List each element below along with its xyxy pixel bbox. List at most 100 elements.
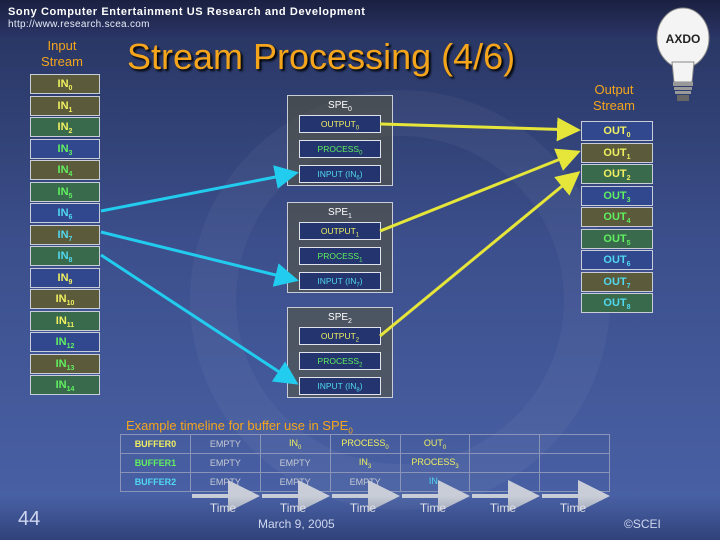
input-cell: IN0 <box>30 74 100 94</box>
spe-slot: INPUT (IN6) <box>299 165 381 183</box>
timeline-cell <box>469 434 541 454</box>
cell-subscript: 2 <box>626 175 631 183</box>
timeline-cell <box>469 472 541 492</box>
input-cell: IN6 <box>30 203 100 223</box>
cell-subscript: 3 <box>68 149 73 157</box>
footer-copyright: ©SCEI <box>624 517 661 531</box>
input-cell: IN7 <box>30 224 100 245</box>
timeline-title-sub: 0 <box>348 426 353 436</box>
cell-subscript: 1 <box>355 232 360 239</box>
cell-text: IN <box>57 185 69 198</box>
timeline-cell: OUT0 <box>399 434 471 454</box>
timeline-cell <box>539 453 610 473</box>
cell-subscript: 12 <box>66 343 75 351</box>
cell-subscript: 1 <box>68 106 73 114</box>
input-cell: IN10 <box>30 289 100 309</box>
input-cell: IN12 <box>30 332 100 352</box>
cell-text: OUT <box>603 168 627 180</box>
timeline-cell-text: IN <box>358 456 368 467</box>
cell-text: SPE <box>328 312 349 323</box>
cell-text: OUTPUT <box>320 226 356 236</box>
arrow-spe1-to-out1 <box>379 148 581 233</box>
cell-text: OUT <box>603 146 627 159</box>
buffer-label: BUFFER2 <box>120 472 191 492</box>
spe-slot: OUTPUT1 <box>299 222 381 240</box>
input-label-line1: Input <box>47 38 77 53</box>
cell-subscript: 0 <box>355 125 360 132</box>
output-cell: OUT7 <box>581 271 653 292</box>
spe-slot: PROCESS2 <box>299 352 381 370</box>
cell-subscript: 0 <box>626 132 631 140</box>
cell-subscript: 10 <box>66 300 75 308</box>
timeline-cell-text: EMPTY <box>279 458 311 468</box>
cell-subscript: 0 <box>348 106 352 113</box>
cell-subscript: 11 <box>66 321 75 329</box>
timeline-cell-text: EMPTY <box>209 439 241 449</box>
cell-subscript: 0 <box>359 150 363 157</box>
timeline-cell-text: OUT <box>423 437 443 448</box>
cell-text: OUT <box>603 232 627 245</box>
cell-text: PROCESS <box>317 356 360 366</box>
cell-text: PROCESS <box>317 144 360 154</box>
cell-tail: ) <box>359 381 363 391</box>
cell-text: IN <box>57 99 69 112</box>
timeline-cell-text: PROCESS <box>411 456 456 467</box>
cell-text: IN <box>57 250 69 262</box>
input-cell: IN1 <box>30 95 100 116</box>
cell-text: IN <box>57 121 69 133</box>
input-cell: IN13 <box>30 353 100 374</box>
cell-text: OUT <box>603 211 627 223</box>
timeline-cell-text: PROCESS <box>341 437 386 448</box>
timeline-cell: EMPTY <box>189 472 261 492</box>
cell-text: OUTPUT <box>320 119 356 129</box>
input-cell: IN9 <box>30 267 100 288</box>
cell-text: IN <box>55 357 67 370</box>
cell-text: OUT <box>603 254 627 266</box>
company-name: Sony Computer Entertainment US Research … <box>8 6 366 18</box>
timeline-cell <box>539 434 610 454</box>
input-cell: IN5 <box>30 181 100 202</box>
cell-subscript: 6 <box>356 175 360 182</box>
timeline-cell: EMPTY <box>329 472 401 492</box>
cell-subscript: 2 <box>68 128 73 136</box>
timeline-cell-text: IN <box>428 475 438 486</box>
cell-subscript: 1 <box>348 213 352 220</box>
cell-tail: ) <box>359 276 363 286</box>
cell-subscript: 1 <box>626 153 631 161</box>
cell-subscript: 7 <box>626 282 631 290</box>
timeline-cell-subscript: 3 <box>367 463 372 470</box>
input-cell: IN4 <box>30 160 100 180</box>
output-label-line1: Output <box>594 82 634 97</box>
cell-text: IN <box>57 271 69 284</box>
timeline-cell: IN0 <box>259 434 331 454</box>
output-cell: OUT2 <box>581 164 653 184</box>
timeline-cell-text: IN <box>289 437 298 448</box>
timeline-cell-subscript: 0 <box>385 444 389 451</box>
footer-date: March 9, 2005 <box>258 517 335 531</box>
buffer-label: BUFFER0 <box>120 434 191 454</box>
timeline-cell: IN3 <box>329 453 401 473</box>
cell-subscript: 13 <box>66 364 75 372</box>
timeline-cell: PROCESS3 <box>399 453 471 473</box>
timeline-cell: EMPTY <box>189 434 261 454</box>
cell-text: INPUT (IN <box>317 381 357 391</box>
timeline-cell: EMPTY <box>259 453 331 473</box>
spe-title: SPE2 <box>288 312 392 325</box>
cell-subscript: 0 <box>68 85 73 93</box>
cell-subscript: 4 <box>68 171 73 179</box>
logo-text: AXDO <box>666 32 701 46</box>
arrow-spe0-to-out0 <box>379 117 581 142</box>
cell-text: OUTPUT <box>320 331 356 341</box>
cell-text: OUT <box>603 125 627 137</box>
lightbulb-logo-icon: AXDO <box>656 7 710 101</box>
input-stream-label: Input Stream <box>28 38 96 70</box>
output-cell: OUT1 <box>581 142 653 163</box>
arrow-spe2-to-out2 <box>379 171 581 338</box>
spe-slot: INPUT (IN7) <box>299 272 381 290</box>
timeline-cell: EMPTY <box>259 472 331 492</box>
spe-title: SPE1 <box>288 207 392 220</box>
